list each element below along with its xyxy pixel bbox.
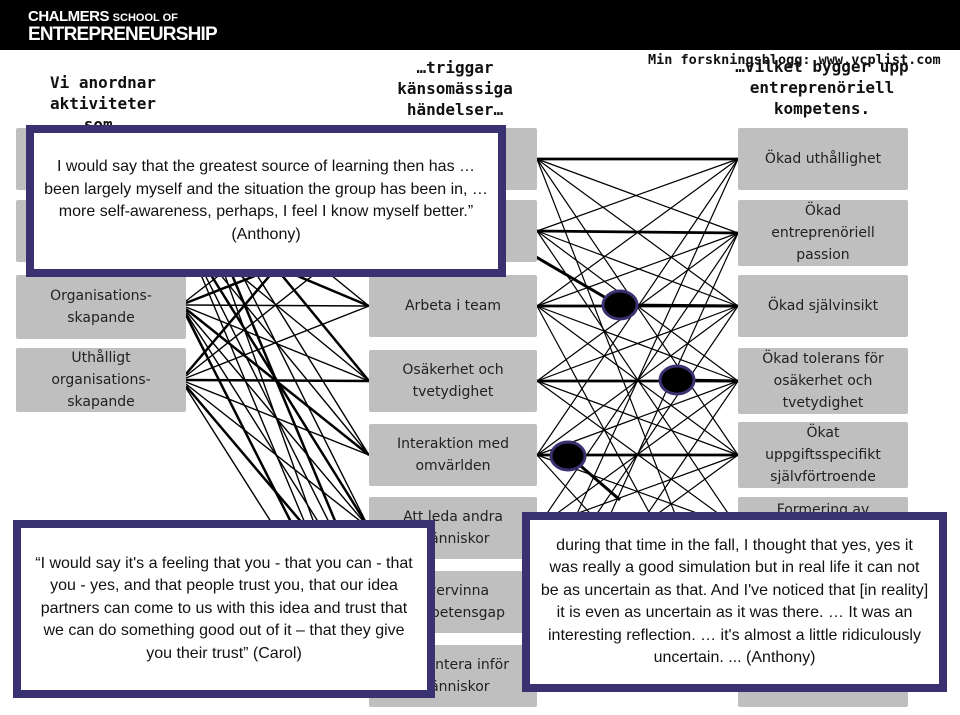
highlight-dot: [549, 440, 587, 472]
quote-anthony-self-awareness: I would say that the greatest source of …: [26, 125, 506, 277]
outcome-box-passion: Ökad entreprenöriell passion: [738, 200, 908, 266]
link-activity-event: [185, 308, 370, 456]
link-event-outcome: [536, 230, 739, 307]
logo-chalmers: CHALMERS: [28, 8, 110, 25]
link-event-outcome: [536, 305, 739, 382]
link-event-outcome: [536, 232, 739, 307]
event-box-interaktion: Interaktion med omvärlden: [369, 424, 537, 486]
link-activity-event: [185, 381, 370, 456]
outcome-box-sjalvinsikt: Ökad självinsikt: [738, 275, 908, 337]
highlight-dot: [601, 289, 639, 321]
outcome-box-tolerans: Ökad tolerans för osäkerhet och tvetydig…: [738, 348, 908, 414]
blog-link[interactable]: Min forskningsblogg: www.vcplist.com: [648, 52, 941, 68]
activity-box-organisationsskapande: Organisations- skapande: [16, 275, 186, 339]
link-event-outcome: [536, 158, 739, 234]
header-bar: CHALMERS SCHOOL OF ENTREPRENEURSHIP: [0, 0, 960, 50]
highlight-connector: [619, 303, 739, 308]
highlight-dot: [658, 364, 696, 396]
link-activity-event: [185, 304, 370, 307]
link-activity-event: [185, 306, 370, 382]
heading-events: …triggar känsomässiga händelser…: [397, 58, 513, 119]
activity-box-uthalligt: Uthålligt organisations- skapande: [16, 348, 186, 412]
link-activity-event: [185, 378, 370, 383]
logo-entrepreneurship: ENTREPRENEURSHIP: [28, 24, 218, 45]
event-box-osakerhet: Osäkerhet och tvetydighet: [369, 350, 537, 412]
quote-anthony-uncertainty: during that time in the fall, I thought …: [522, 512, 947, 692]
link-activity-event: [185, 383, 370, 529]
link-event-outcome: [536, 158, 739, 307]
link-activity-event: [185, 310, 370, 529]
outcome-box-sjalvfortroende: Ökat uppgiftsspecifikt självförtroende: [738, 422, 908, 488]
event-box-leda-andra: Att leda andra människor: [369, 497, 537, 559]
link-activity-event: [185, 305, 370, 379]
event-box-arbeta-i-team: Arbeta i team: [369, 275, 537, 337]
quote-carol-trust: “I would say it's a feeling that you - t…: [13, 520, 435, 698]
outcome-box-uthallighet: Ökad uthållighet: [738, 128, 908, 190]
heading-outcomes: …vilket bygger upp entreprenöriell kompe…: [735, 57, 909, 118]
link-event-outcome: [536, 158, 739, 232]
chalmers-logo: CHALMERS SCHOOL OF ENTREPRENEURSHIP: [28, 8, 218, 45]
logo-school-of: SCHOOL OF: [112, 12, 178, 24]
